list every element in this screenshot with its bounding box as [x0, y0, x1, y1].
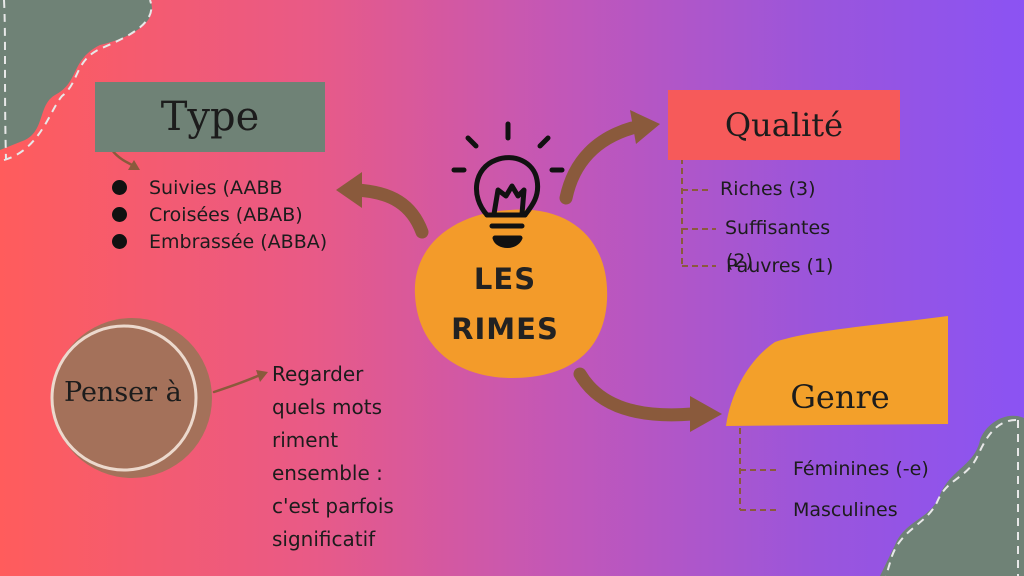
type-list: Suivies (AABB Croisées (ABAB) Embrassée …	[112, 174, 327, 255]
genre-item-masculines: Masculines	[793, 499, 898, 521]
center-title-line2: RIMES	[451, 312, 559, 346]
note-line: ensemble :	[272, 461, 383, 485]
genre-tree-lines	[739, 428, 776, 511]
qualite-item-riches: Riches (3)	[720, 178, 816, 200]
arrow-to-qualite	[559, 110, 660, 205]
arrow-penser-to-note	[212, 370, 268, 394]
bullet-icon	[112, 180, 127, 195]
note-line: riment	[272, 428, 339, 452]
qualite-tree-lines	[681, 148, 716, 268]
corner-stitch-bottom-right	[885, 419, 1019, 576]
arrow-to-genre	[573, 367, 722, 432]
note-line: quels mots	[272, 395, 382, 419]
bullet-icon	[112, 234, 127, 249]
penser-circle	[52, 318, 212, 478]
genre-box	[726, 316, 948, 426]
list-item: Croisées (ABAB)	[112, 201, 327, 228]
qualite-item-suffisantes-count: (2)	[726, 250, 753, 272]
note-line: Regarder	[272, 362, 364, 386]
penser-label: Penser à	[64, 377, 182, 408]
bullet-icon	[112, 207, 127, 222]
note-line: c'est parfois	[272, 494, 394, 518]
type-box: Type	[95, 82, 325, 152]
list-item: Suivies (AABB	[112, 174, 327, 201]
lightbulb-icon	[451, 121, 565, 248]
type-title: Type	[160, 94, 260, 140]
qualite-item-pauvres: Pauvres (1)	[726, 255, 834, 277]
list-item: Embrassée (ABBA)	[112, 228, 327, 255]
qualite-item-suffisantes: Suffisantes	[725, 217, 831, 239]
penser-note: Regarder quels mots riment ensemble : c'…	[272, 358, 422, 556]
center-title-line1: LES	[473, 262, 537, 296]
penser-ring	[50, 324, 198, 472]
corner-stitch-top-left	[3, 0, 153, 161]
arrow-type-to-list	[110, 148, 140, 170]
genre-title: Genre	[790, 378, 890, 416]
qualite-title: Qualité	[724, 106, 844, 144]
corner-shape-top-left	[0, 0, 152, 150]
qualite-box: Qualité	[668, 90, 900, 160]
arrow-to-type	[336, 172, 429, 239]
genre-item-feminines: Féminines (-e)	[793, 458, 929, 480]
corner-shape-bottom-right	[880, 415, 1024, 576]
center-blob	[414, 209, 608, 378]
note-line: significatif	[272, 527, 376, 551]
